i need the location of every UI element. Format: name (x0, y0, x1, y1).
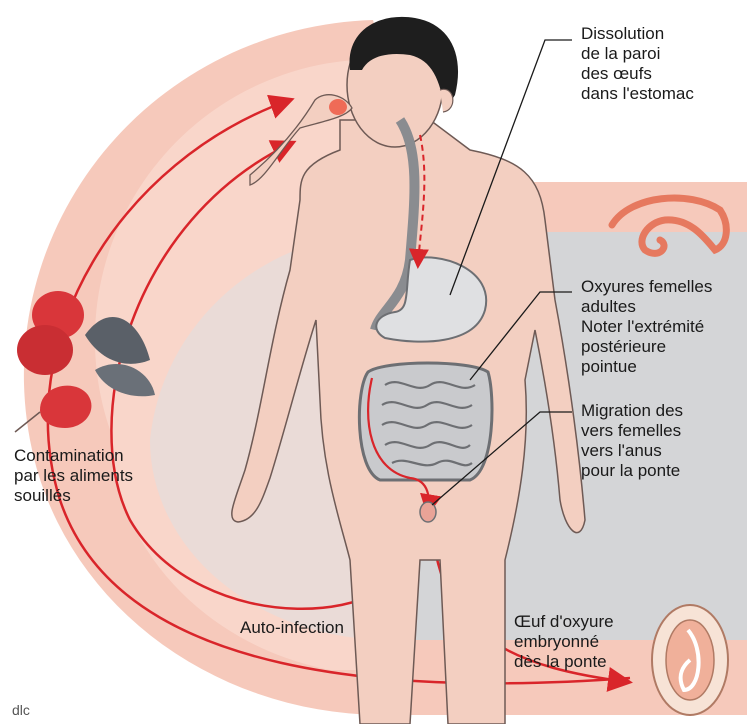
egg-in-fingers (329, 99, 347, 115)
colon (359, 363, 492, 480)
label-line: adultes (581, 297, 712, 317)
label-line: dès la ponte (514, 652, 614, 672)
label-line: Dissolution (581, 24, 694, 44)
label-line: pointue (581, 357, 712, 377)
label-line: Oxyures femelles (581, 277, 712, 297)
label-auto-infection: Auto-infection (240, 618, 344, 638)
label-contamination: Contamination par les aliments souillés (14, 446, 133, 506)
label-stomach-dissolution: Dissolution de la paroi des œufs dans l'… (581, 24, 694, 104)
credit-logo: dlc (12, 702, 30, 718)
label-line: embryonné (514, 632, 614, 652)
strawberry-2 (17, 325, 73, 375)
label-migration: Migration des vers femelles vers l'anus … (581, 401, 683, 481)
label-line: Noter l'extrémité (581, 317, 712, 337)
label-line: par les aliments (14, 466, 133, 486)
label-line: postérieure (581, 337, 712, 357)
ear (440, 89, 453, 112)
label-adult-females: Oxyures femelles adultes Noter l'extrémi… (581, 277, 712, 377)
label-line: Œuf d'oxyure (514, 612, 614, 632)
label-line: Migration des (581, 401, 683, 421)
label-line: dans l'estomac (581, 84, 694, 104)
label-line: Auto-infection (240, 618, 344, 638)
label-line: pour la ponte (581, 461, 683, 481)
label-line: souillés (14, 486, 133, 506)
label-line: de la paroi (581, 44, 694, 64)
label-line: des œufs (581, 64, 694, 84)
label-line: vers l'anus (581, 441, 683, 461)
label-egg: Œuf d'oxyure embryonné dès la ponte (514, 612, 614, 672)
label-line: Contamination (14, 446, 133, 466)
label-line: vers femelles (581, 421, 683, 441)
anus (420, 502, 436, 522)
